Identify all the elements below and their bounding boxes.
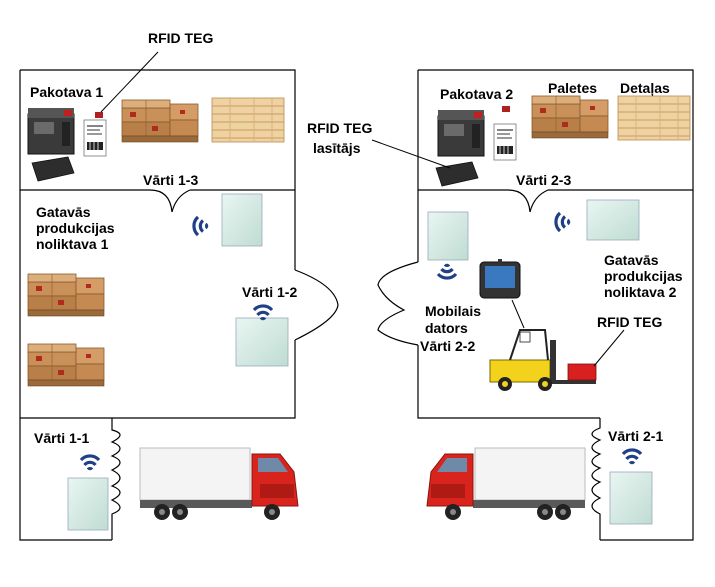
warehouse-2-label-line2: produkcijas [604, 268, 683, 284]
gate-2-1-label: Vārti 2-1 [608, 428, 664, 444]
warehouse-1-label-line1: Gatavās [36, 204, 91, 220]
rfid-tag-pointer [100, 51, 159, 113]
wifi-icon [554, 211, 572, 233]
pakotava-2-label: Pakotava 2 [440, 86, 514, 102]
reader-panel-1-3 [221, 193, 263, 247]
mobile-computer-icon [479, 259, 521, 299]
reader-panel-1-2 [235, 317, 289, 367]
warehouse-2-label-line1: Gatavās [604, 252, 659, 268]
rfid-reader-label-line1: RFID TEG [307, 120, 373, 136]
gate-1-2 [294, 269, 339, 341]
mobile-pointer [511, 299, 525, 329]
rfid-tag-label: RFID TEG [148, 30, 214, 46]
wifi-icon [192, 215, 210, 237]
warehouse-2-label-line3: noliktava 2 [604, 284, 677, 300]
wood-stack-icon [211, 97, 285, 143]
rfid-label-icon [493, 123, 517, 161]
mobile-computer-label-line1: Mobilais [425, 303, 482, 319]
paletes-label: Paletes [548, 80, 598, 96]
gate-1-1-label: Vārti 1-1 [34, 430, 90, 446]
pallet-icon [27, 343, 105, 387]
gate-1-1 [110, 418, 121, 540]
gate-2-2 [377, 261, 419, 346]
rfid-reader-icon [31, 156, 75, 182]
rfid-tag-icon [502, 106, 510, 112]
reader-panel-2-1 [609, 471, 653, 525]
wifi-icon [436, 262, 458, 280]
forklift-icon [489, 329, 597, 391]
reader-panel-1-1 [67, 477, 109, 531]
truck-icon [426, 447, 586, 521]
gate-2-3-label: Vārti 2-3 [516, 172, 572, 188]
pakotava-1-label: Pakotava 1 [30, 84, 104, 100]
wifi-icon [252, 304, 274, 322]
mobile-computer-label-line2: dators [425, 320, 468, 336]
gate-2-3 [507, 189, 563, 213]
warehouse-1-label-line2: produkcijas [36, 220, 115, 236]
rfid-tag-icon [95, 112, 103, 118]
reader-panel-2-3 [586, 199, 640, 241]
detalas-label: Detaļas [620, 80, 670, 96]
printer-icon [27, 107, 75, 155]
gate-1-3 [149, 189, 191, 213]
reader-panel-2-2 [427, 211, 469, 261]
warehouse-1-label-line3: noliktava 1 [36, 236, 109, 252]
wood-stack-icon [617, 95, 691, 141]
warehouse-2-walls [417, 190, 694, 541]
pallet-icon [531, 95, 609, 139]
pallet-icon [27, 273, 105, 317]
gate-2-1 [591, 418, 602, 540]
gate-1-2-label: Vārti 1-2 [242, 284, 298, 300]
reader-pointer [371, 139, 451, 169]
gate-1-3-label: Vārti 1-3 [143, 172, 199, 188]
wifi-icon [621, 448, 643, 466]
forklift-rfid-tag-label: RFID TEG [597, 314, 663, 330]
printer-icon [437, 109, 485, 157]
gate-2-2-label: Vārti 2-2 [420, 338, 476, 354]
rfid-label-icon [83, 119, 107, 157]
forklift-tag-pointer [593, 329, 625, 367]
wifi-icon [79, 454, 101, 472]
truck-icon [139, 447, 299, 521]
rfid-reader-label-line2: lasītājs [313, 140, 361, 156]
pallet-icon [121, 99, 199, 143]
warehouse-1-walls [19, 190, 296, 541]
